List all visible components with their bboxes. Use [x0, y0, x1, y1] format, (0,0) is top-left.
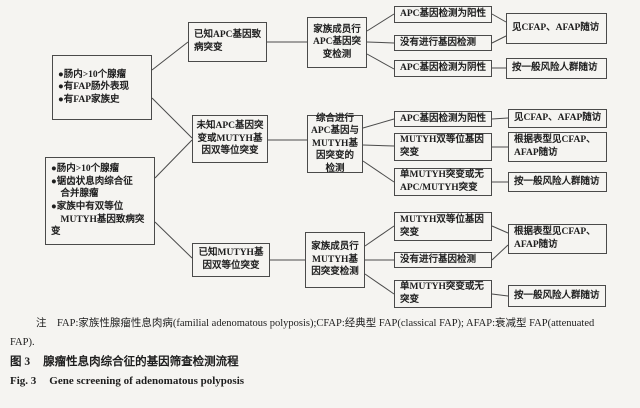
box-known-apc-mutation-text: 已知APC基因致 病突变: [194, 30, 262, 53]
connector-line: [362, 118, 395, 129]
box-followup-cfap-afap-1-text: 见CFAP、AFAP随访: [512, 23, 600, 34]
connector-line: [491, 117, 509, 120]
box-apc-test-negative-text: APC基因检测为阴性: [400, 63, 487, 74]
box-followup-cfap-afap-1: 见CFAP、AFAP随访: [506, 13, 607, 44]
connector-line: [366, 53, 395, 70]
box-known-mutyh-biallelic-mutation-text: 已知MUTYH基 因双等位突变: [198, 248, 264, 271]
box-single-mutyh-or-no-mutation-2-text: 单MUTYH突变或无 突变: [400, 282, 484, 305]
box-followup-cfap-afap-2-text: 见CFAP、AFAP随访: [514, 113, 602, 124]
box-apc-test-positive-2: APC基因检测为阳性: [394, 111, 492, 127]
box-apc-test-positive-1-text: APC基因检测为阳性: [400, 9, 487, 20]
box-criteria-fap-text: ●肠内>10个腺瘤 ●有FAP肠外表现 ●有FAP家族史: [58, 69, 129, 105]
figure-caption-cn-text: 腺瘤性息肉综合征的基因筛查检测流程: [43, 356, 239, 368]
box-known-apc-mutation: 已知APC基因致 病突变: [188, 22, 267, 62]
box-unknown-apc-mutyh-mutation-text: 未知APC基因突 变或MUTYH基 因双等位突变: [196, 121, 264, 157]
connector-line: [151, 41, 189, 71]
box-combined-apc-mutyh-testing-text: 综合进行 APC基因与 MUTYH基 因突变的 检测: [310, 113, 360, 174]
connector-line: [364, 273, 395, 295]
box-family-mutyh-testing: 家族成员行 MUTYH基 因突变检测: [305, 232, 365, 288]
connector-line: [154, 221, 193, 259]
box-single-mutyh-or-no-mutation-1-text: 单MUTYH突变或无 APC/MUTYH突变: [400, 170, 484, 193]
connector-line: [491, 35, 507, 44]
connector-line: [491, 293, 509, 297]
box-followup-general-risk-2-text: 按一般风险人群随访: [514, 176, 600, 187]
connector-line: [366, 41, 395, 44]
box-followup-cfap-afap-2: 见CFAP、AFAP随访: [508, 109, 607, 128]
box-apc-test-positive-2-text: APC基因检测为阳性: [400, 113, 487, 124]
box-known-mutyh-biallelic-mutation: 已知MUTYH基 因双等位突变: [192, 243, 270, 277]
connector-group: [151, 13, 509, 297]
box-no-gene-test-2: 没有进行基因检测: [394, 252, 492, 268]
box-family-mutyh-testing-text: 家族成员行 MUTYH基 因突变检测: [311, 242, 359, 278]
connector-line: [491, 13, 507, 23]
box-mutyh-biallelic-mutation-2: MUTYH双等位基因 突变: [394, 212, 492, 241]
figure-note: 注 FAP:家族性腺瘤性息肉病(familial adenomatous pol…: [10, 318, 595, 348]
box-no-gene-test-1-text: 没有进行基因检测: [400, 37, 477, 48]
box-criteria-mutyh: ●肠内>10个腺瘤 ●锯齿状息肉综合征 合并腺瘤 ●家族中有双等位 MUTYH基…: [45, 157, 155, 245]
connector-line: [491, 244, 509, 261]
box-family-apc-testing-text: 家族成员行 APC基因突 变检测: [312, 24, 362, 60]
box-followup-general-risk-3-text: 按一般风险人群随访: [514, 290, 600, 301]
figure-caption-en-text: Gene screening of adenomatous polyposis: [49, 375, 245, 387]
box-followup-general-risk-1-text: 按一般风险人群随访: [512, 63, 598, 74]
box-no-gene-test-1: 没有进行基因检测: [394, 35, 492, 51]
box-followup-general-risk-1: 按一般风险人群随访: [506, 58, 607, 79]
connector-line: [364, 225, 395, 247]
box-followup-by-phenotype-2-text: 根据表型见CFAP、 AFAP随访: [514, 227, 596, 250]
box-mutyh-biallelic-mutation-1: MUTYH双等位基因 突变: [394, 133, 492, 161]
connector-line: [151, 97, 193, 139]
box-single-mutyh-or-no-mutation-2: 单MUTYH突变或无 突变: [394, 280, 492, 308]
figure-caption-cn: 图 3 腺瘤性息肉综合征的基因筛查检测流程: [10, 353, 239, 369]
box-combined-apc-mutyh-testing: 综合进行 APC基因与 MUTYH基 因突变的 检测: [307, 113, 363, 174]
box-single-mutyh-or-no-mutation-1: 单MUTYH突变或无 APC/MUTYH突变: [394, 168, 492, 196]
box-apc-test-negative: APC基因检测为阴性: [394, 60, 492, 77]
box-apc-test-positive-1: APC基因检测为阳性: [394, 6, 492, 23]
box-mutyh-biallelic-mutation-1-text: MUTYH双等位基因 突变: [400, 135, 484, 158]
connector-line: [491, 225, 509, 234]
box-no-gene-test-2-text: 没有进行基因检测: [400, 254, 477, 265]
box-followup-general-risk-2: 按一般风险人群随访: [508, 172, 607, 192]
box-criteria-mutyh-text: ●肠内>10个腺瘤 ●锯齿状息肉综合征 合并腺瘤 ●家族中有双等位 MUTYH基…: [51, 164, 145, 238]
box-followup-by-phenotype-1-text: 根据表型见CFAP、 AFAP随访: [514, 135, 596, 158]
box-followup-by-phenotype-2: 根据表型见CFAP、 AFAP随访: [508, 224, 607, 254]
figure-caption-en-label: Fig. 3: [10, 375, 37, 387]
figure-caption-cn-label: 图 3: [10, 356, 31, 368]
connector-line: [362, 144, 395, 147]
box-followup-general-risk-3: 按一般风险人群随访: [508, 285, 606, 307]
gene-screening-flowchart: ●肠内>10个腺瘤 ●有FAP肠外表现 ●有FAP家族史 ●肠内>10个腺瘤 ●…: [45, 6, 607, 308]
connector-line: [362, 160, 395, 183]
connector-lines: [151, 13, 509, 297]
figure-caption-en: Fig. 3 Gene screening of adenomatous poly…: [10, 375, 244, 387]
box-unknown-apc-mutyh-mutation: 未知APC基因突 变或MUTYH基 因双等位突变: [192, 115, 268, 163]
connector-line: [366, 13, 395, 32]
box-mutyh-biallelic-mutation-2-text: MUTYH双等位基因 突变: [400, 214, 484, 238]
connector-line: [154, 139, 193, 179]
box-family-apc-testing: 家族成员行 APC基因突 变检测: [307, 17, 367, 68]
box-criteria-fap: ●肠内>10个腺瘤 ●有FAP肠外表现 ●有FAP家族史: [52, 55, 152, 120]
box-followup-by-phenotype-1: 根据表型见CFAP、 AFAP随访: [508, 132, 607, 162]
